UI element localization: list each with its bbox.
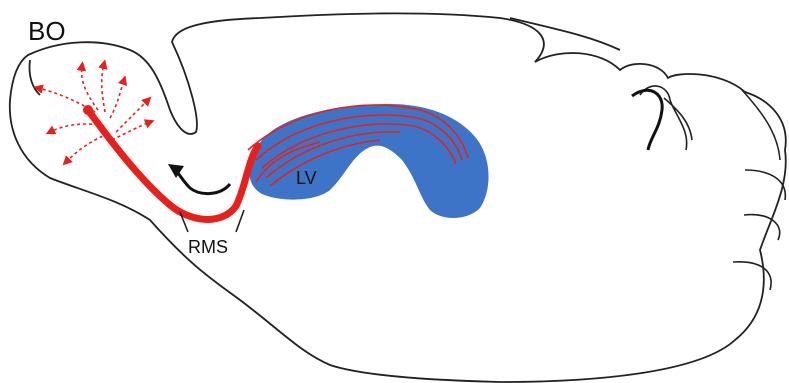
cortex-notch (510, 18, 620, 50)
label-lv: LV (296, 168, 317, 188)
rms-origin-dot (83, 105, 93, 115)
label-rms: RMS (188, 237, 228, 257)
curved-arrow-icon (168, 164, 230, 194)
label-bo: BO (28, 16, 66, 46)
cerebellum-inner-fold (632, 90, 662, 150)
olfactory-contour (29, 60, 40, 95)
lateral-ventricle (249, 104, 488, 218)
brain-outline (10, 13, 786, 382)
